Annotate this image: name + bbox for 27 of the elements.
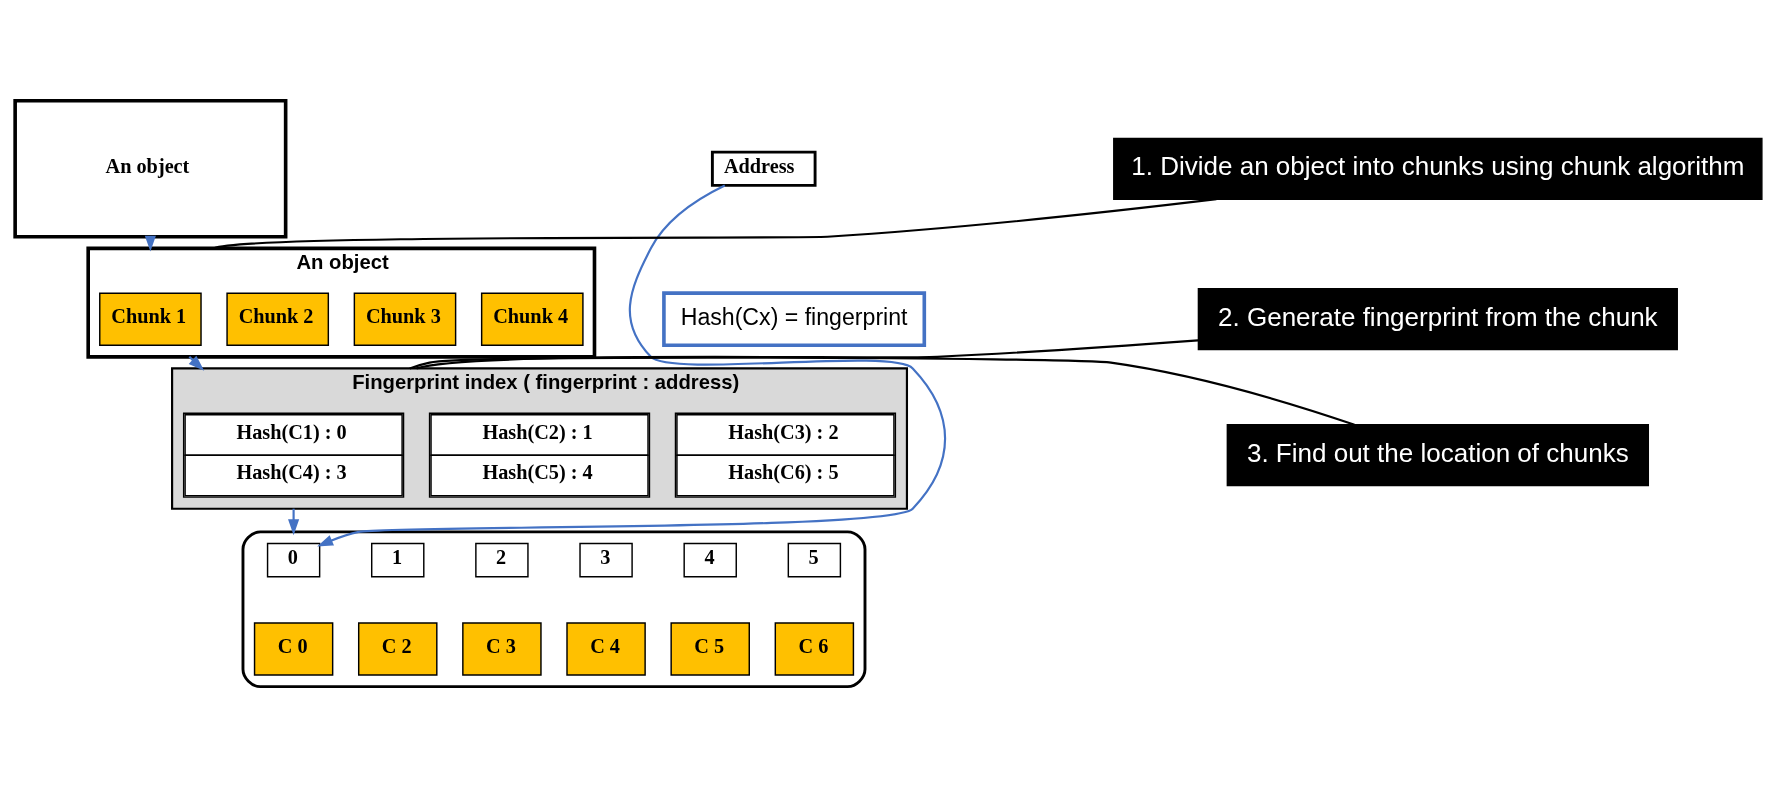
connector	[409, 356, 1355, 426]
node-box: 1	[371, 542, 425, 578]
arrow	[288, 508, 300, 536]
node-box: 3. Find out the location of chunks	[1226, 424, 1650, 487]
node-box: 2. Generate fingerprint from the chunk	[1197, 288, 1678, 351]
connector	[416, 339, 1199, 370]
node-box: C 2	[357, 622, 438, 676]
node-box: Chunk 3	[353, 292, 457, 346]
node-box: C 0	[253, 622, 334, 676]
node-box: Chunk 4	[480, 292, 584, 346]
node-box: C 5	[670, 622, 750, 676]
node-box: Hash(Cx) = fingerprint	[662, 291, 927, 348]
node-box: C 6	[774, 622, 855, 676]
node-box: Address	[710, 150, 817, 187]
node-box: Chunk 2	[226, 292, 330, 346]
cluster	[241, 530, 867, 689]
node-box: 1. Divide an object into chunks using chunk algorithm	[1113, 137, 1763, 200]
node-box: C 3	[462, 622, 542, 676]
arrow	[317, 184, 946, 547]
node-box: 4	[683, 542, 737, 578]
node-box: 2	[475, 542, 529, 578]
node-box: 5	[787, 542, 842, 578]
node-box: Chunk 1	[99, 292, 202, 346]
node-box: 3	[579, 542, 633, 578]
connector	[213, 198, 1217, 250]
node-box: 0	[266, 542, 321, 578]
node-box: C 4	[566, 622, 646, 676]
